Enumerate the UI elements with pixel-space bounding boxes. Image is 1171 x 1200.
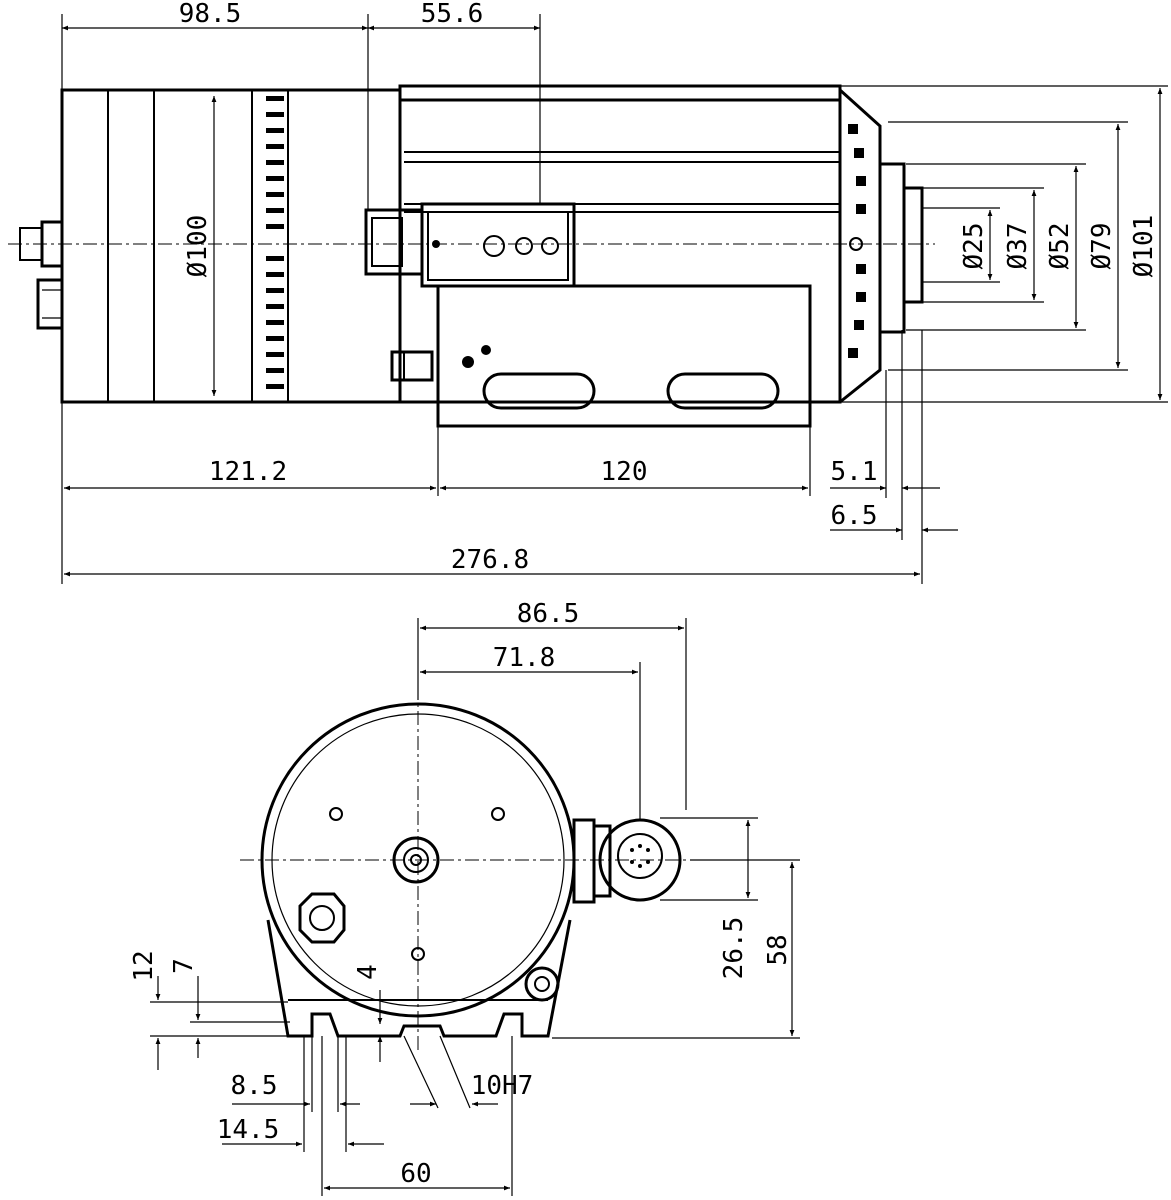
hole-bottom — [411, 947, 425, 961]
dim-end-top-inner: 71.8 — [493, 643, 556, 673]
dim-end-top-outer: 86.5 — [517, 599, 580, 629]
end-bracket — [266, 919, 572, 1038]
end-top-dimensions: 86.5 71.8 — [417, 599, 687, 820]
dim-d101: Ø101 — [1129, 215, 1159, 278]
dim-d25: Ø25 — [959, 223, 989, 270]
dim-end-bottom-3: 60 — [400, 1159, 431, 1189]
dim-right-small-2: 6.5 — [831, 501, 878, 531]
mounting-bracket — [390, 284, 812, 428]
top-dimensions: 98.5 55.6 — [61, 0, 541, 210]
shaft-nut — [392, 836, 440, 884]
dim-end-fit: 10H7 — [471, 1071, 534, 1101]
rear-connector — [19, 220, 64, 330]
dim-d52: Ø52 — [1045, 223, 1075, 270]
dim-end-right-outer: 58 — [763, 934, 793, 965]
dim-overall: 276.8 — [451, 545, 529, 575]
dim-end-left-outer: 12 — [129, 950, 159, 981]
dim-right-small-1: 5.1 — [831, 457, 878, 487]
side-view: Ø100 — [8, 0, 1168, 584]
dim-top-left: 98.5 — [179, 0, 242, 29]
nose-teeth — [848, 124, 866, 358]
dim-top-mid: 55.6 — [421, 0, 484, 29]
dim-end-bottom-1: 8.5 — [231, 1071, 278, 1101]
dim-end-bottom-2: 14.5 — [217, 1115, 280, 1145]
cooling-ribs — [266, 96, 284, 389]
front-housing — [398, 84, 924, 404]
end-bottom-dimensions: 8.5 14.5 60 10H7 — [217, 1035, 534, 1196]
dim-end-left-inner: 7 — [169, 958, 199, 974]
dim-end-small: 4 — [353, 964, 383, 980]
end-right-dimensions: 26.5 58 — [552, 817, 800, 1039]
dim-bottom-left: 121.2 — [209, 457, 287, 487]
round-fitting — [524, 966, 560, 1002]
hole-left — [329, 807, 343, 821]
hex-fitting — [298, 892, 346, 944]
dim-d79: Ø79 — [1087, 223, 1117, 270]
end-side-connector — [572, 818, 682, 904]
motor-body: Ø100 — [60, 88, 402, 404]
dim-d37: Ø37 — [1003, 223, 1033, 270]
side-connector — [364, 202, 576, 288]
right-diameter-dimensions: Ø25 Ø37 Ø52 Ø79 Ø101 — [840, 85, 1168, 403]
dim-body-diameter: Ø100 — [183, 215, 213, 278]
bottom-dimensions: 121.2 120 5.1 6.5 276.8 — [61, 330, 958, 584]
end-left-dimensions: 12 7 4 — [129, 950, 383, 1070]
dim-bottom-mid: 120 — [601, 457, 648, 487]
hole-right — [491, 807, 505, 821]
dim-end-right-inner: 26.5 — [719, 917, 749, 980]
end-view: 86.5 71.8 26.5 58 12 7 — [129, 599, 800, 1196]
